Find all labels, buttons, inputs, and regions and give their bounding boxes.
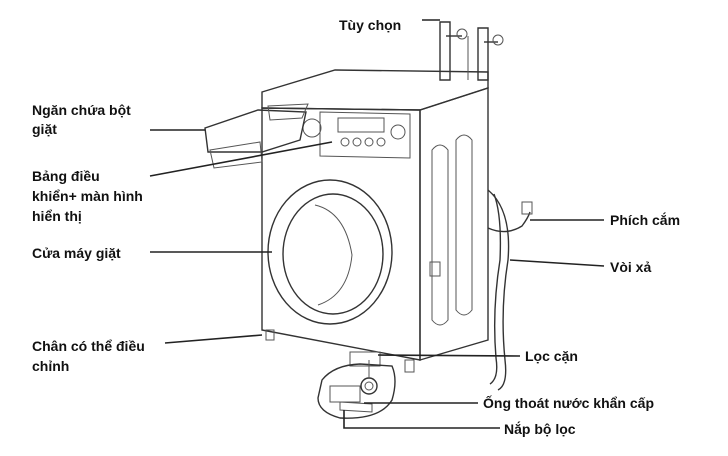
filter-inset xyxy=(317,360,396,419)
label-filter-cover: Nắp bộ lọc xyxy=(504,421,576,437)
leader-lines xyxy=(149,19,605,429)
detergent-drawer xyxy=(204,103,309,169)
label-detergent-line1: Ngăn chứa bột xyxy=(32,102,131,118)
machine-body xyxy=(261,69,489,373)
label-feet-line2: chỉnh xyxy=(32,358,70,374)
label-emergency-drain: Ống thoát nước khẩn cấp xyxy=(483,395,654,411)
label-hose: Vòi xả xyxy=(610,259,652,275)
label-panel-line1: Bảng điều xyxy=(32,168,100,184)
label-feet-line1: Chân có thể điều xyxy=(32,338,145,354)
leader-filter xyxy=(377,354,521,357)
label-plug: Phích cắm xyxy=(610,212,681,228)
power-cord xyxy=(487,201,533,233)
label-filter: Lọc cặn xyxy=(525,348,578,364)
leader-hose xyxy=(509,259,605,267)
label-panel-line2: khiển+ màn hình xyxy=(32,188,143,204)
label-detergent-line2: giặt xyxy=(32,121,57,137)
leader-feet xyxy=(164,334,263,344)
drain-hose xyxy=(487,189,510,391)
leader-panel xyxy=(149,141,333,177)
label-optional: Tùy chọn xyxy=(339,17,402,33)
leader-cover xyxy=(343,410,500,429)
water-taps xyxy=(439,21,504,81)
label-door: Cửa máy giặt xyxy=(32,245,121,261)
label-panel-line3: hiển thị xyxy=(32,208,82,224)
